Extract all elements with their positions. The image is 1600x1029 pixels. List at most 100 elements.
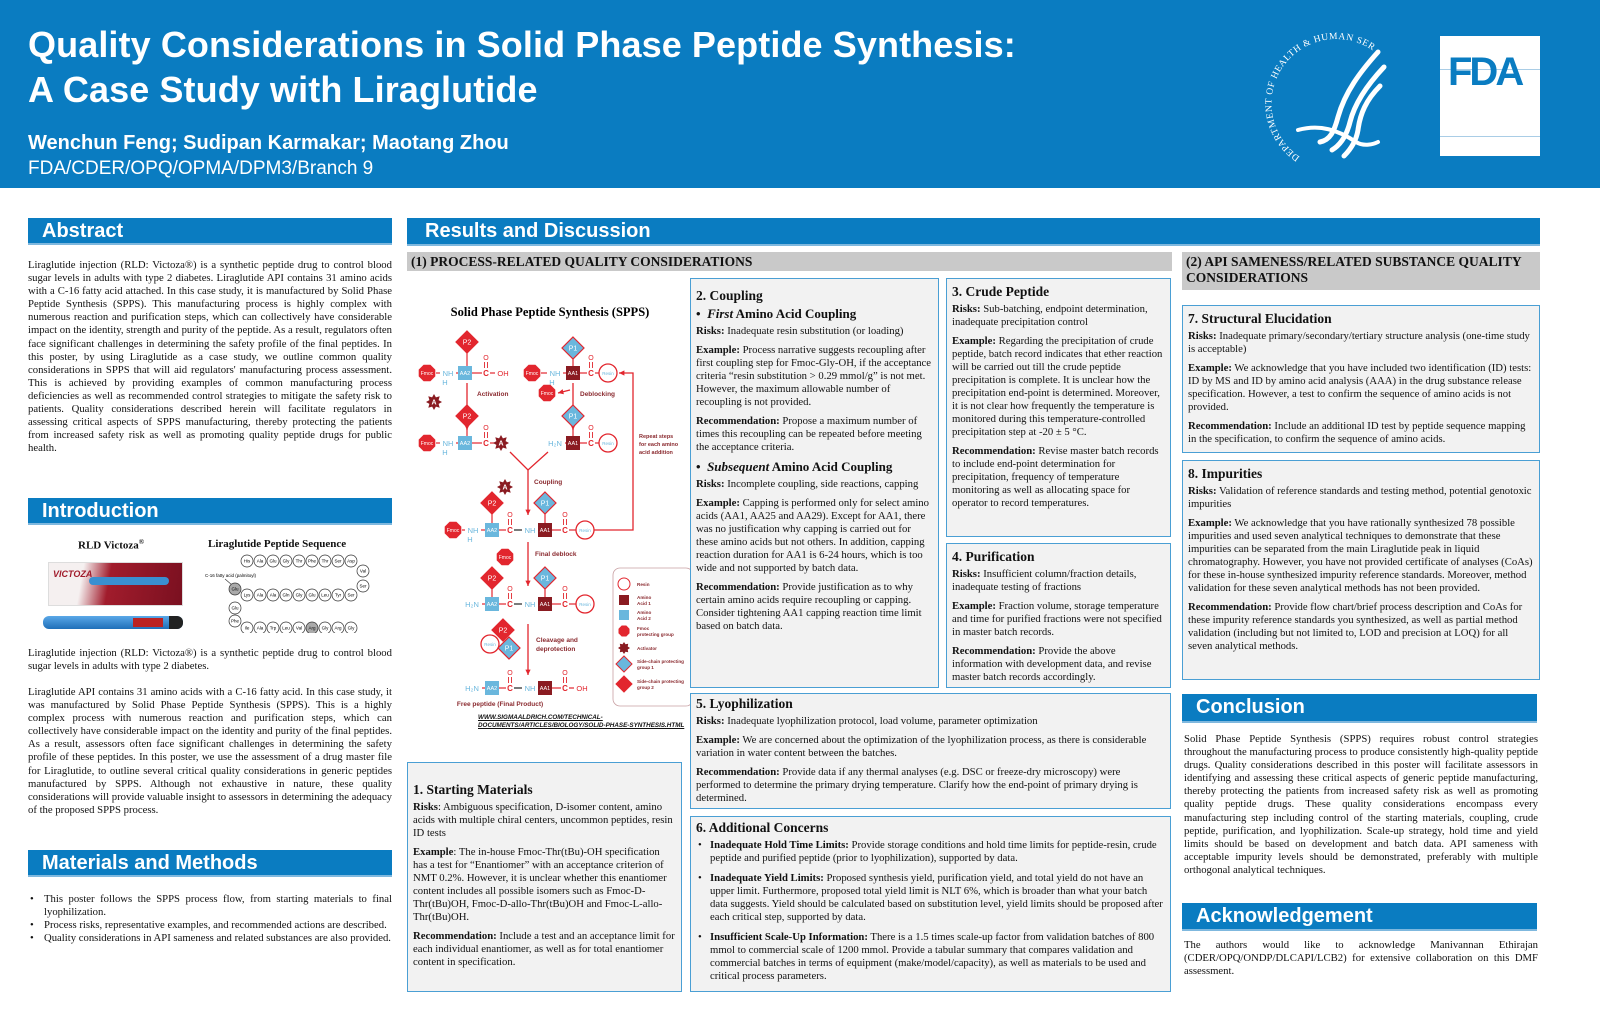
concern-item: Insufficient Scale-Up Information: There… [696, 931, 1165, 983]
example-label: Example: [696, 734, 740, 746]
hhs-seal-logo: DEPARTMENT OF HEALTH & HUMAN SERVICES · … [1260, 22, 1387, 163]
amino-acid-label: Gly [283, 559, 291, 564]
box-title: 3. Crude Peptide [952, 284, 1050, 299]
concern-item: Inadequate Yield Limits: Proposed synthe… [696, 872, 1165, 924]
h2n-label: H₂N [548, 439, 562, 448]
additional-concerns-box: 6. Additional Concerns Inadequate Hold T… [690, 816, 1171, 992]
sub-em: Subsequent [707, 459, 770, 474]
concern-label: Inadequate Hold Time Limits: [710, 839, 849, 851]
risks-label: Risks: [696, 478, 725, 490]
amino-acid-circle [292, 588, 306, 602]
amino-acid-1-icon [538, 597, 552, 611]
recommendation-text: Provide data if any thermal analyses (e.… [696, 766, 1138, 804]
amino-acid-circle [253, 621, 267, 633]
risks: Risks: Incomplete coupling, side reactio… [696, 478, 933, 491]
amino-acid-label: AA1 [568, 371, 578, 377]
amino-acid-label: Glu [231, 587, 239, 592]
activator-icon [493, 435, 509, 451]
example-label: Example: [1188, 362, 1232, 374]
recommendation-text: Revise master batch records to include e… [952, 445, 1159, 509]
carbon-label: C [562, 526, 568, 535]
amino-acid-circle [331, 588, 345, 602]
amino-acid-circle [228, 614, 242, 628]
acknowledgement-text: The authors would like to acknowledge Ma… [1184, 939, 1538, 978]
example: Example: Process narrative suggests reco… [696, 344, 933, 409]
abstract-heading: Abstract [28, 218, 392, 245]
side-chain-protecting-group-1-icon [533, 491, 557, 515]
recommendation-label: Recommendation: [952, 445, 1036, 457]
risks-text: Inadequate resin substitution (or loadin… [724, 325, 904, 337]
nh-label: NH [525, 600, 536, 609]
source-line-2: DOCUMENTS/ARTICLES/BIOLOGY/SOLID-PHASE-S… [478, 722, 685, 729]
recommendation: Recommendation: Include an additional ID… [1188, 420, 1534, 446]
risks-text: : Ambiguous specification, D-isomer cont… [413, 801, 673, 839]
amino-acid-2-icon [458, 436, 472, 450]
amino-acid-circle [240, 621, 254, 633]
conclusion-heading: Conclusion [1182, 694, 1537, 723]
repeat-label-3: acid addition [639, 450, 674, 456]
side-chain-protecting-group-1-icon [561, 404, 585, 428]
amino-acid-label: Ala [270, 593, 277, 598]
final-product-label: Free peptide (Final Product) [457, 701, 543, 708]
side-chain-protecting-group-2-icon [455, 404, 479, 428]
subsequent-coupling-subheading: • Subsequent Amino Acid Coupling [696, 459, 893, 474]
amino-acid-1-icon [538, 523, 552, 537]
risks-text: Sub-batching, endpoint determination, in… [952, 303, 1148, 328]
amino-acid-circle [318, 554, 332, 568]
amino-acid-1-icon [538, 681, 552, 695]
methods-bullet: Process risks, representative examples, … [28, 919, 392, 932]
resin-label: Resin [484, 642, 496, 647]
side-chain-protecting-group-1-icon [533, 566, 557, 590]
amino-acid-label: Arg [334, 626, 342, 631]
h-label: H [442, 448, 447, 457]
protecting-group-label: P1 [569, 414, 578, 421]
oxygen-label: O [507, 586, 513, 593]
impurities-box: 8. Impurities Risks: Validation of refer… [1182, 460, 1540, 680]
carbon-label: C [507, 526, 513, 535]
oxygen-label: O [507, 670, 513, 677]
risks-label: Risks: [1188, 330, 1217, 342]
legend-label: Resin [637, 582, 650, 587]
results-heading: Results and Discussion [407, 218, 1540, 246]
sub-rest: Amino Acid Coupling [769, 459, 893, 474]
example-label: Example: [696, 497, 740, 509]
diagram-title: Solid Phase Peptide Synthesis (SPPS) [451, 305, 650, 319]
amino-acid-2-icon [485, 597, 499, 611]
oxygen-label: O [483, 355, 489, 362]
legend-box [612, 567, 690, 707]
amino-acid-circle [344, 554, 358, 568]
amino-acid-circle [305, 621, 319, 633]
fmoc-label: Fmoc [541, 391, 554, 397]
activator-icon [497, 479, 513, 495]
lyophilization-box: 5. Lyophilization Risks: Inadequate lyop… [690, 693, 1171, 809]
fda-logo: FDA [1440, 36, 1540, 156]
repeat-arrow [594, 372, 634, 531]
oxygen-label: O [562, 586, 568, 593]
recommendation-text: Provide justification as to why certain … [696, 581, 922, 632]
amino-acid-label: AA1 [540, 528, 550, 534]
example: Example: Fraction volume, storage temper… [952, 600, 1165, 639]
recommendation: Recommendation: Provide justification as… [696, 581, 933, 633]
amino-acid-1-icon [566, 436, 580, 450]
victoza-product-image: VICTOZA [38, 560, 188, 640]
legend-aa1-icon [619, 595, 629, 605]
repeat-arrow-head [619, 370, 625, 376]
recommendation: Recommendation: Provide data if any ther… [696, 766, 1165, 805]
risks-label: Risks: [696, 715, 725, 727]
example: Example: We are concerned about the opti… [696, 734, 1165, 760]
h-label: H [467, 535, 472, 544]
carbon-label: C [562, 600, 568, 609]
amino-acid-label: Glu [308, 593, 316, 598]
amino-acid-circle [279, 588, 293, 602]
cleavage-label-1: Cleavage and [536, 637, 578, 644]
amino-acid-label: Trp [270, 626, 277, 631]
oxygen-label: O [562, 512, 568, 519]
resin-label: Resin [602, 371, 614, 376]
example: Example: The in-house Fmoc-Thr(tBu)-OH s… [413, 846, 676, 924]
legend-activator-icon [618, 642, 630, 654]
legend-label: Amino [637, 610, 651, 615]
risks-text: Validation of reference standards and te… [1188, 485, 1532, 510]
victoza-label: RLD Victoza® [78, 538, 144, 552]
acknowledgement-heading: Acknowledgement [1182, 903, 1537, 931]
fmoc-label: Fmoc [421, 441, 434, 447]
